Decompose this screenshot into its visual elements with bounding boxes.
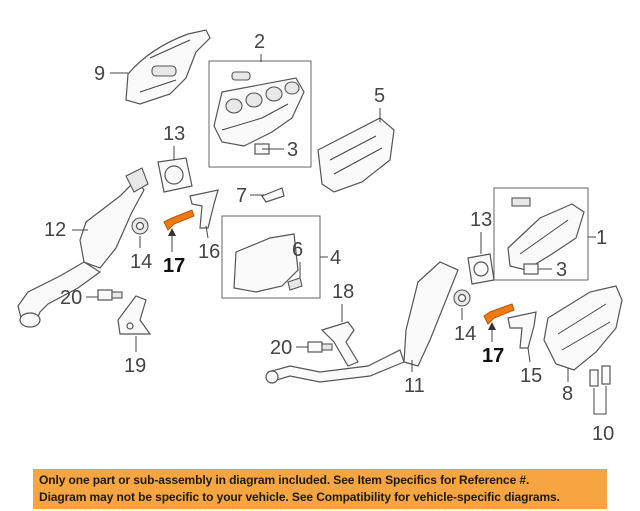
callout-16: 16 [198, 241, 220, 263]
callout-6: 6 [292, 239, 303, 261]
part-6-heat-shield-lower[interactable] [233, 233, 303, 293]
callout-8: 8 [562, 383, 573, 405]
part-5-heat-shield[interactable] [317, 117, 395, 193]
callout-13-right: 13 [470, 209, 492, 231]
part-14-nut-right[interactable] [453, 289, 471, 307]
callout-20-right: 20 [270, 337, 292, 359]
callout-9: 9 [94, 63, 105, 85]
part-7-bracket[interactable] [261, 187, 285, 203]
callout-5: 5 [374, 85, 385, 107]
part-10-studs[interactable] [589, 365, 611, 415]
part-18-hanger-bracket[interactable] [320, 321, 359, 367]
part-20-bolt-left[interactable] [97, 289, 123, 301]
callout-11: 11 [404, 375, 425, 397]
callout-15: 15 [520, 365, 542, 387]
part-1-catalytic-manifold-right[interactable] [507, 197, 585, 271]
part-9-heat-shield[interactable] [125, 29, 211, 105]
callout-17-right: 17 [482, 345, 504, 367]
callout-3-lower: 3 [556, 259, 567, 281]
part-13-gasket-right[interactable] [467, 253, 495, 285]
callout-2: 2 [254, 31, 265, 53]
part-16-bracket-left[interactable] [189, 189, 219, 229]
box-part-1 [493, 187, 589, 281]
disclaimer-line-1: Only one part or sub-assembly in diagram… [39, 473, 530, 487]
callout-1: 1 [596, 227, 607, 249]
part-13-gasket-left[interactable] [157, 157, 193, 193]
part-3-stud-lower[interactable] [523, 263, 552, 275]
callout-12: 12 [44, 219, 66, 241]
part-15-bracket-right[interactable] [507, 311, 537, 349]
callout-13-left: 13 [163, 123, 185, 145]
callout-14-left: 14 [130, 251, 152, 273]
callout-18: 18 [332, 281, 354, 303]
part-11-catalytic-converter-right[interactable] [265, 261, 459, 384]
callout-10: 10 [592, 423, 614, 445]
part-12-catalytic-converter-left[interactable] [17, 167, 149, 328]
part-3-stud-upper[interactable] [254, 143, 284, 155]
callout-14-right: 14 [454, 323, 476, 345]
callout-17-left: 17 [163, 255, 185, 277]
part-19-hanger-bracket[interactable] [117, 295, 152, 335]
box-part-2 [208, 60, 312, 168]
part-8-heat-shield-right[interactable] [543, 285, 623, 371]
disclaimer-line-2: Diagram may not be specific to your vehi… [39, 490, 560, 504]
callout-19: 19 [124, 355, 146, 377]
disclaimer-banner: Only one part or sub-assembly in diagram… [33, 469, 607, 509]
callout-20-left: 20 [60, 287, 82, 309]
part-17-bolt-right-highlighted[interactable] [483, 303, 515, 325]
part-20-bolt-right[interactable] [307, 341, 333, 353]
callout-3-upper: 3 [287, 139, 298, 161]
part-14-nut-left[interactable] [131, 217, 149, 235]
callout-7: 7 [236, 185, 247, 207]
callout-4: 4 [330, 247, 341, 269]
part-17-bolt-left-highlighted[interactable] [163, 209, 195, 231]
part-2-exhaust-manifold[interactable] [213, 71, 305, 147]
